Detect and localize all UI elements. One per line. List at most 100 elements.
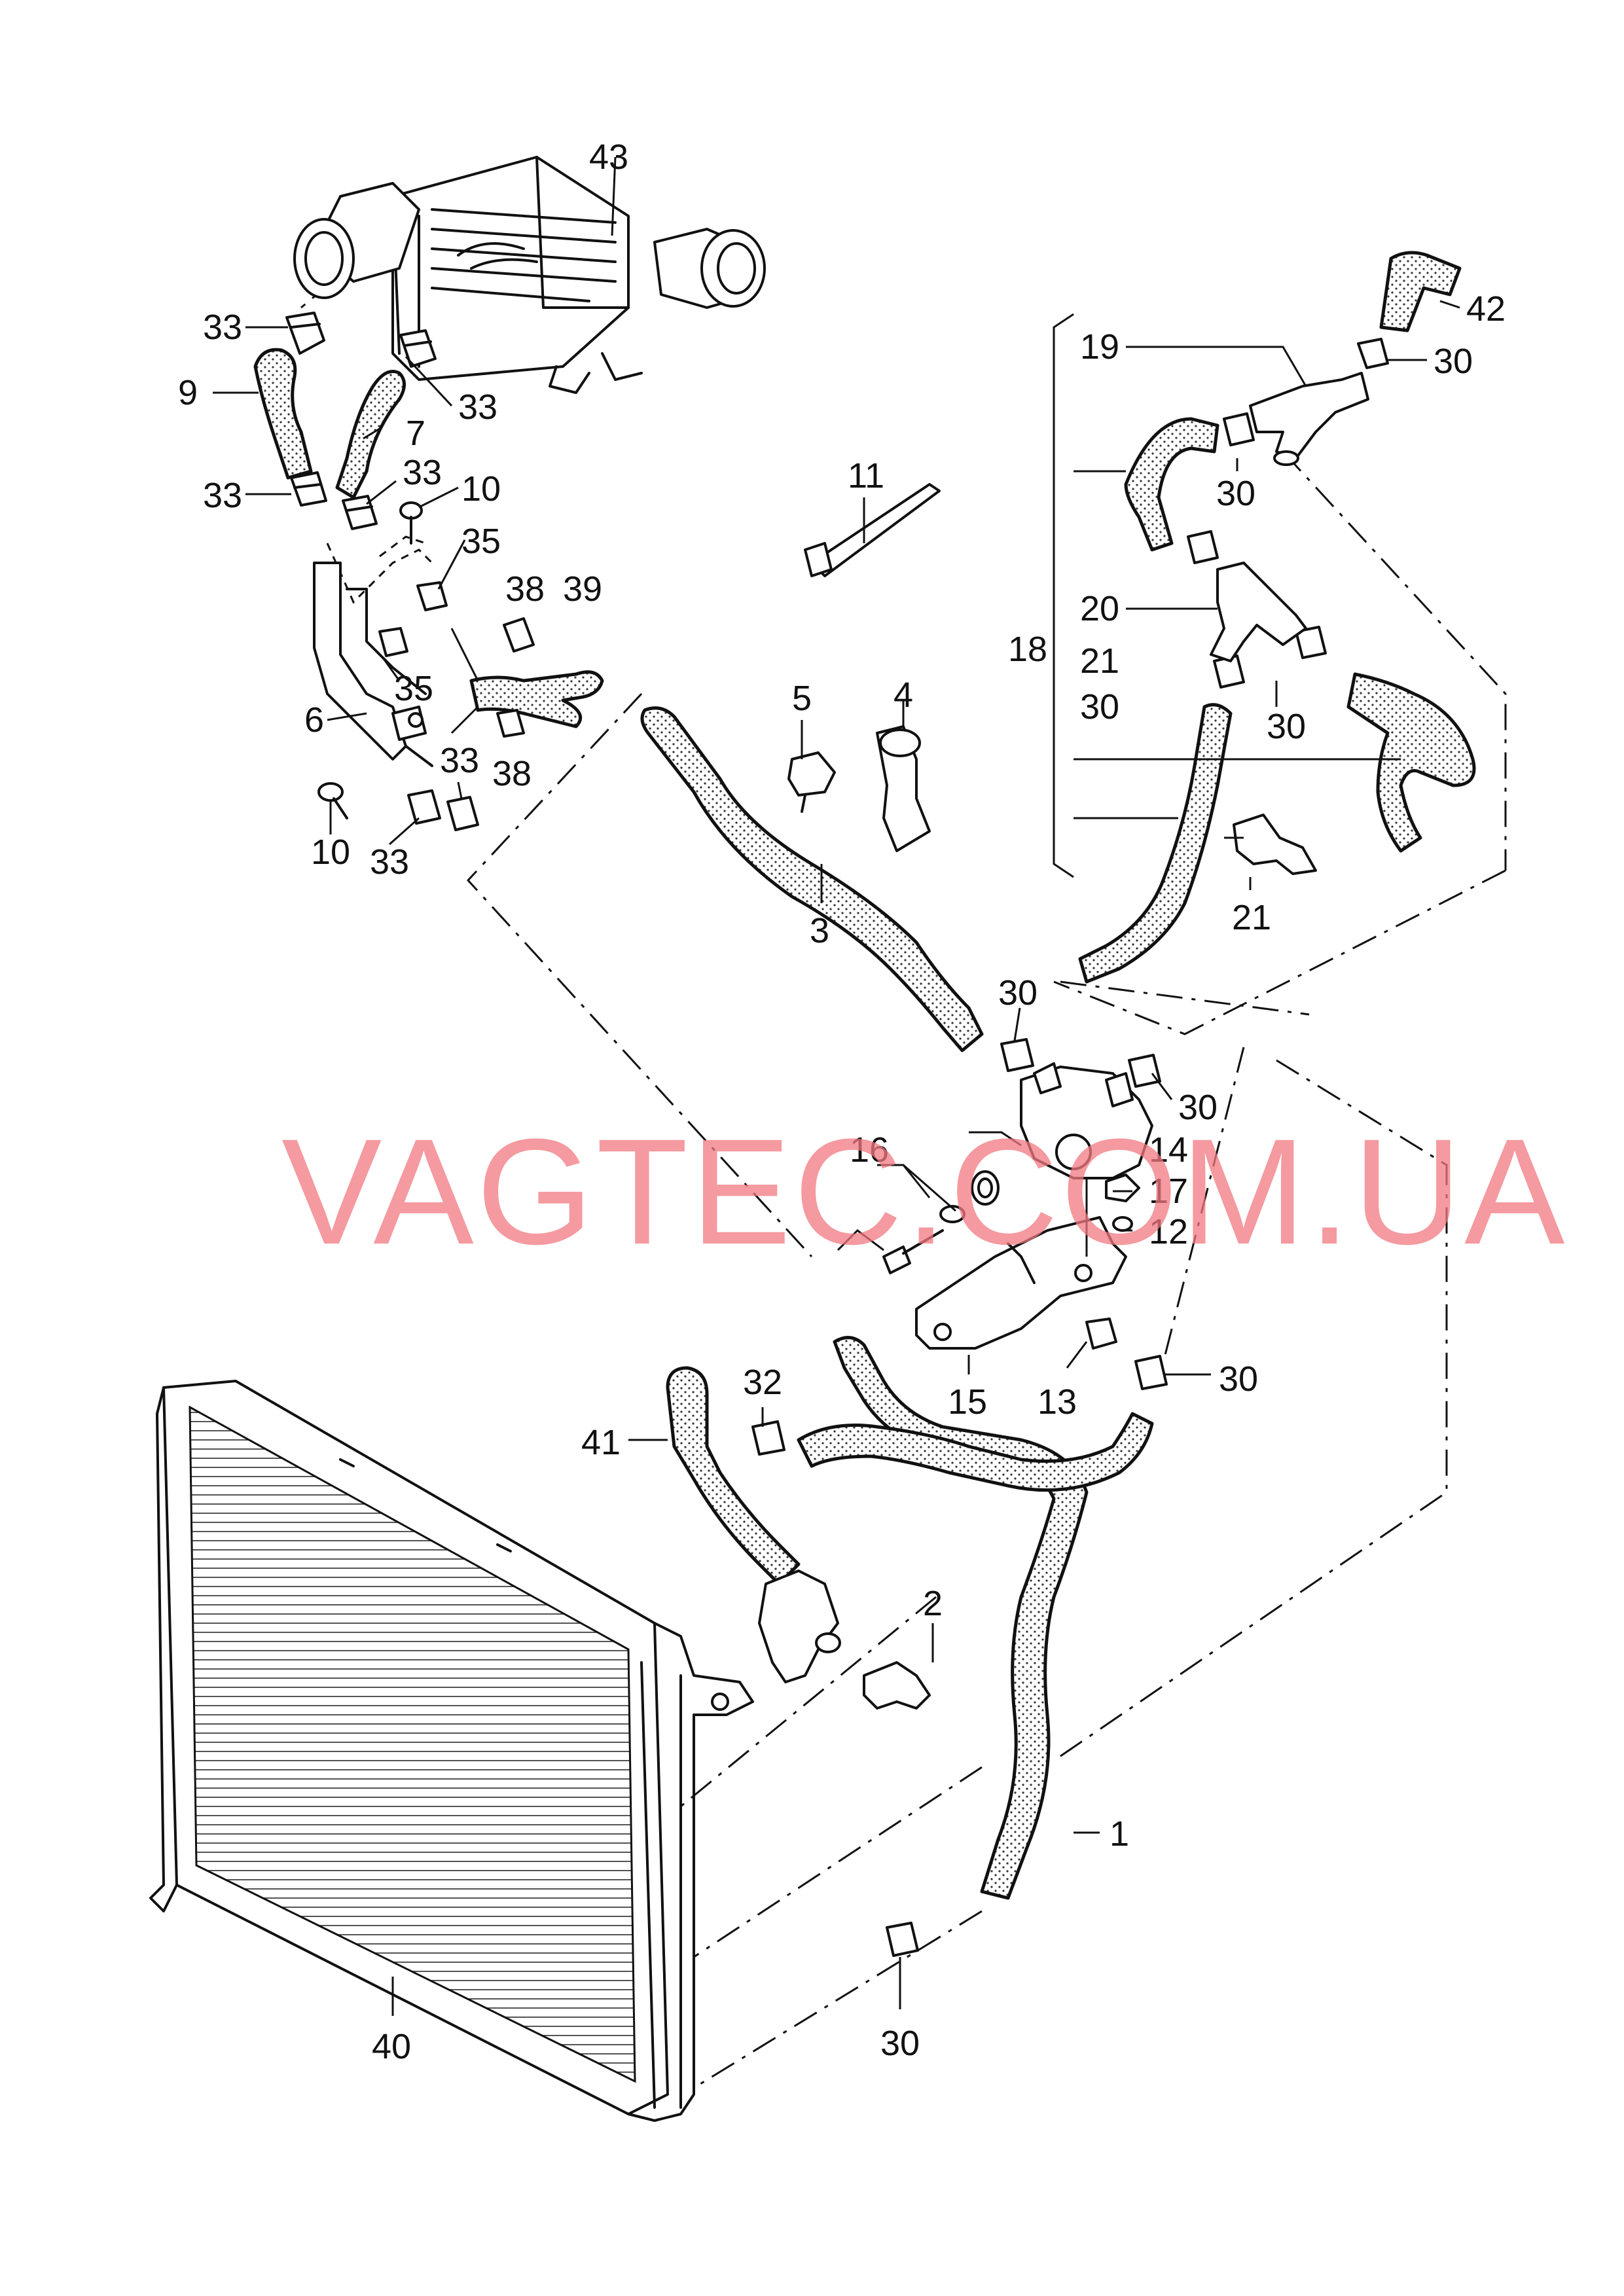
callout-19: 19: [1080, 327, 1119, 367]
callout-13: 13: [1038, 1382, 1077, 1422]
callout-6: 6: [304, 700, 324, 740]
callout-30: 30: [880, 2024, 920, 2063]
callout-4: 4: [893, 675, 913, 715]
callout-33: 33: [203, 476, 242, 515]
callout-12: 12: [1149, 1212, 1188, 1251]
callout-33: 33: [403, 453, 442, 492]
callout-21: 21: [1232, 898, 1271, 937]
callout-30: 30: [998, 973, 1038, 1013]
hose-42: [1379, 251, 1462, 332]
callout-39: 39: [563, 569, 602, 609]
nut-17: [1105, 1174, 1140, 1202]
callout-15: 15: [948, 1382, 987, 1422]
washer-16: [939, 1205, 965, 1223]
callout-30: 30: [1434, 342, 1473, 381]
clip-4: [876, 725, 931, 852]
callout-30: 30: [1267, 707, 1306, 746]
leader-lines: [213, 156, 1460, 2016]
grommet-14: [971, 1170, 1000, 1206]
callout-43: 43: [589, 137, 628, 177]
callouts: 43 33 9 33 7 33 33 10 35 38 39 35 6 38 3…: [178, 137, 1506, 2066]
clamp-30i: [886, 1922, 919, 1957]
callout-42: 42: [1466, 289, 1506, 329]
callout-30: 30: [1178, 1088, 1218, 1127]
clamp-33c: [290, 471, 327, 507]
callout-5: 5: [792, 679, 812, 718]
y-piece-19: [1249, 372, 1369, 466]
callout-10: 10: [461, 469, 501, 509]
clamp-30f: [1000, 1038, 1034, 1072]
hose-19-upper: [1124, 417, 1219, 552]
watermark-text: VAGTEC.COM.UA: [281, 1107, 1568, 1276]
clamp-30a: [1357, 338, 1389, 369]
callout-35: 35: [461, 522, 501, 561]
cable-tie-11: [804, 483, 941, 577]
callout-33: 33: [440, 741, 479, 780]
callout-33: 33: [458, 387, 497, 427]
bracket-15: [915, 1216, 1127, 1350]
hose-39-assembly: [450, 617, 604, 738]
washer-12: [1112, 1216, 1133, 1232]
small-parts: [882, 1170, 1140, 1350]
hose-21-right: [1346, 672, 1476, 853]
clamp-33b: [399, 329, 437, 368]
bolt-10-upper: [399, 501, 423, 545]
clamp-30d: [1295, 626, 1327, 659]
reference-lines: [300, 241, 1507, 2089]
clamp-35a: [416, 581, 448, 611]
hose-clamps: [285, 312, 1389, 1957]
callout-35: 35: [394, 669, 433, 708]
clamp-30g: [1128, 1054, 1161, 1088]
t-piece-20: [1210, 562, 1307, 662]
grommet-13: [1085, 1318, 1117, 1350]
clamp-30c: [1187, 530, 1219, 564]
hose-41: [666, 1366, 801, 1586]
callout-3: 3: [810, 911, 829, 950]
callout-7: 7: [406, 414, 425, 453]
callout-18: 18: [1008, 630, 1047, 669]
callout-30: 30: [1216, 474, 1255, 513]
hoses: [253, 251, 1476, 1900]
clamp-30b: [1223, 412, 1255, 446]
hose-9: [253, 348, 313, 480]
callout-33: 33: [203, 308, 242, 347]
callout-21: 21: [1080, 641, 1119, 681]
clamp-35b: [378, 627, 408, 657]
callout-32: 32: [743, 1363, 782, 1402]
callout-30: 30: [1080, 687, 1119, 726]
callout-38: 38: [492, 754, 532, 793]
hose-1: [833, 1336, 1089, 1900]
clamp-33d: [342, 495, 378, 530]
bolts: [317, 501, 423, 819]
auxiliary-coolant-pump: [1020, 1062, 1153, 1179]
clamp-2: [863, 1661, 931, 1710]
callout-17: 17: [1149, 1172, 1188, 1211]
clamp-33f: [407, 789, 441, 825]
clamp-32: [751, 1420, 785, 1456]
callout-10: 10: [311, 833, 350, 872]
clamp-33e: [446, 796, 479, 831]
radiator: [149, 1380, 754, 2122]
bolt-10-lower: [317, 782, 348, 819]
callout-41: 41: [581, 1423, 621, 1462]
callout-20: 20: [1080, 589, 1119, 628]
hose-1-branch: [797, 1412, 1154, 1492]
clamp-21: [1233, 814, 1317, 875]
bolt-16: [882, 1229, 944, 1274]
coolant-pipe-assembly: [313, 562, 433, 767]
hose-3: [640, 706, 984, 1052]
callout-2: 2: [923, 1584, 943, 1623]
callout-11: 11: [848, 456, 884, 495]
callout-38: 38: [505, 569, 545, 609]
callout-16: 16: [850, 1130, 889, 1170]
callout-30: 30: [1219, 1359, 1258, 1399]
callout-33: 33: [370, 842, 409, 882]
clip-5: [787, 751, 836, 813]
callout-14: 14: [1149, 1130, 1188, 1170]
clamp-30h: [1134, 1355, 1168, 1390]
thermostat-housing: [758, 1570, 841, 1683]
hose-21-left: [1078, 703, 1233, 984]
callout-9: 9: [178, 373, 198, 412]
callout-40: 40: [372, 2027, 411, 2066]
